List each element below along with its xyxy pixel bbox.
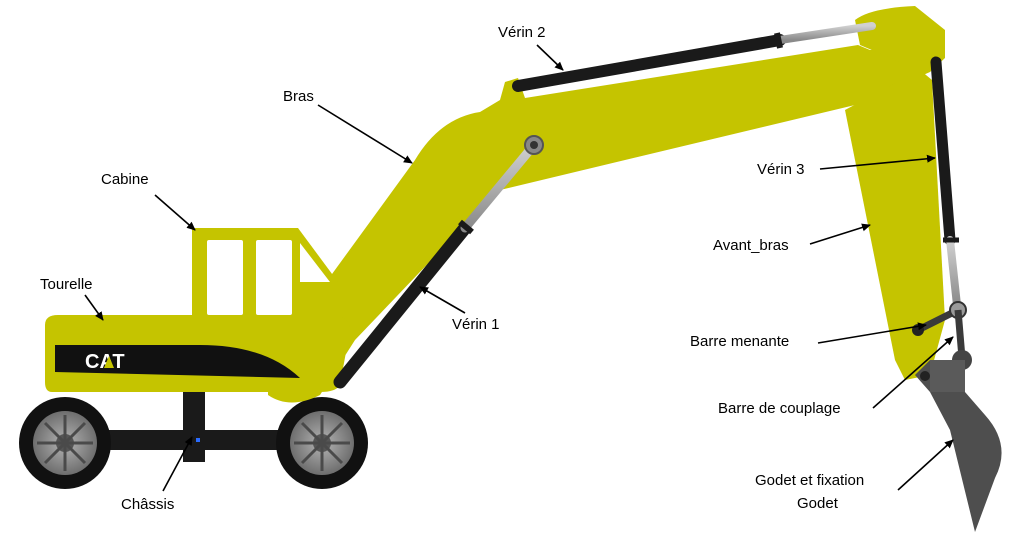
cab (192, 228, 338, 318)
cylinder-3 (930, 56, 961, 309)
label-verin2: Vérin 2 (498, 24, 546, 41)
leader-verin1 (419, 286, 466, 314)
leader-tourelle (84, 294, 104, 321)
label-bras: Bras (283, 88, 314, 105)
leader-barre-couplage (872, 336, 954, 409)
labels: Vérin 2 Bras Cabine Vérin 3 Tourelle Ava… (40, 24, 864, 513)
leader-godet (897, 439, 954, 491)
leader-cabine (154, 194, 196, 231)
cat-logo-triangle (104, 356, 114, 368)
leader-verin2 (536, 44, 564, 71)
label-cabine: Cabine (101, 171, 149, 188)
label-avant-bras: Avant_bras (713, 237, 789, 254)
leader-barre-menante (817, 322, 927, 344)
cylinder-1 (333, 135, 544, 389)
label-barre-couplage: Barre de couplage (718, 400, 841, 417)
front-wheel (19, 397, 111, 489)
leader-verin3 (819, 154, 936, 170)
label-chassis: Châssis (121, 496, 174, 513)
label-tourelle: Tourelle (40, 276, 93, 293)
leader-bras (317, 104, 413, 164)
cat-logo-text: CAT (85, 351, 125, 373)
label-verin3: Vérin 3 (757, 161, 805, 178)
leader-avant-bras (809, 223, 871, 245)
turret: CAT (45, 315, 350, 392)
leader-chassis (162, 436, 193, 492)
label-godet-line1: Godet et fixation (755, 472, 864, 489)
bucket (915, 360, 1002, 532)
rear-wheel (276, 397, 368, 489)
forearm (845, 70, 945, 380)
label-godet-line2: Godet (797, 495, 839, 512)
label-barre-menante: Barre menante (690, 333, 789, 350)
cylinder-2 (512, 22, 876, 92)
leader-lines (84, 44, 954, 492)
label-verin1: Vérin 1 (452, 316, 500, 333)
boom-pivot-ear (855, 6, 945, 62)
